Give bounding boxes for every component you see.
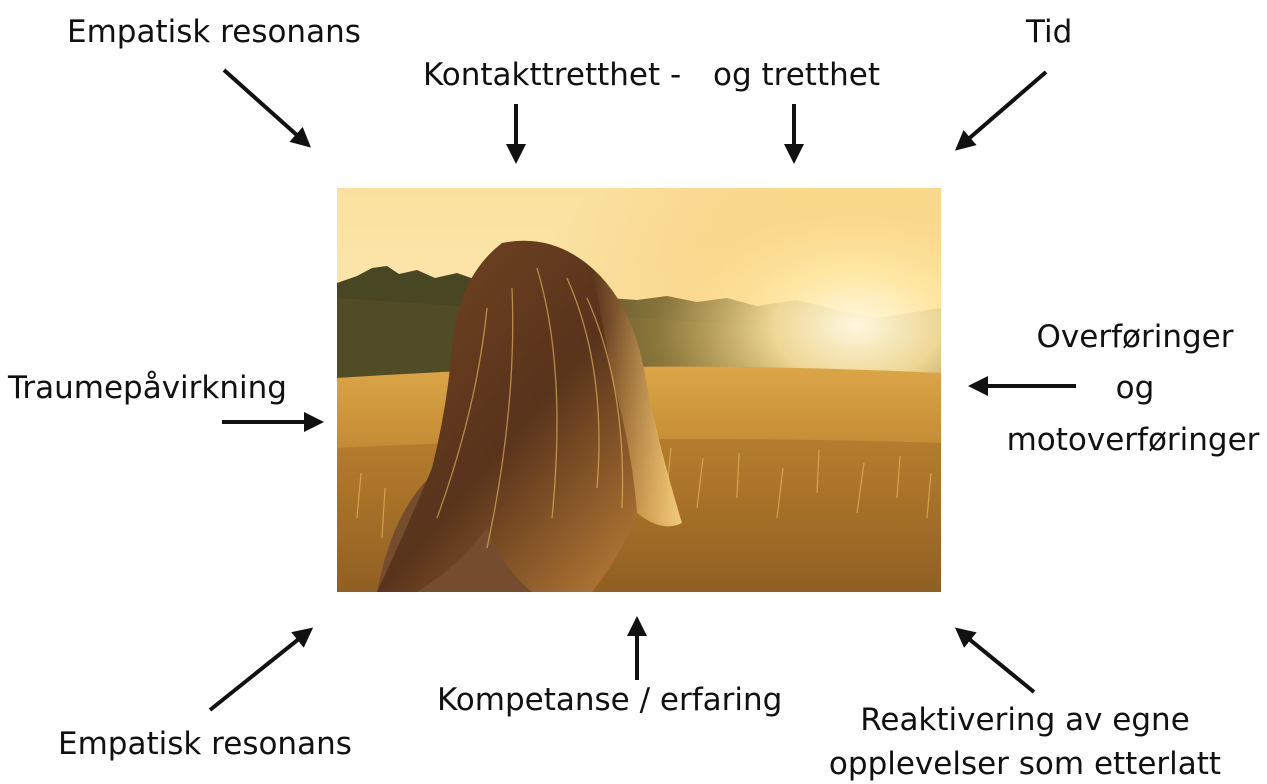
label-empatisk-resonans-bottom: Empatisk resonans xyxy=(58,726,352,762)
arrow-bottom-right xyxy=(954,627,1036,694)
label-empatisk-resonans-top: Empatisk resonans xyxy=(67,14,361,50)
label-kompetanse-erfaring: Kompetanse / erfaring xyxy=(437,682,783,718)
label-overforinger: Overføringer xyxy=(1036,319,1234,355)
label-tid: Tid xyxy=(1026,14,1073,50)
label-opplevelser: opplevelser som etterlatt xyxy=(828,746,1222,782)
label-og: og xyxy=(1115,370,1155,406)
arrow-top-left xyxy=(222,68,311,148)
label-kontakttretthet: Kontakttretthet - xyxy=(423,57,682,93)
label-og-tretthet: og tretthet xyxy=(713,57,880,93)
label-motoverforinger: motoverføringer xyxy=(1006,422,1260,458)
arrow-bottom-left xyxy=(208,627,314,712)
center-photo xyxy=(337,188,941,592)
label-traumepavirkning: Traumepåvirkning xyxy=(8,370,287,406)
arrow-top-right xyxy=(954,70,1048,151)
label-reaktivering: Reaktivering av egne xyxy=(860,702,1190,738)
